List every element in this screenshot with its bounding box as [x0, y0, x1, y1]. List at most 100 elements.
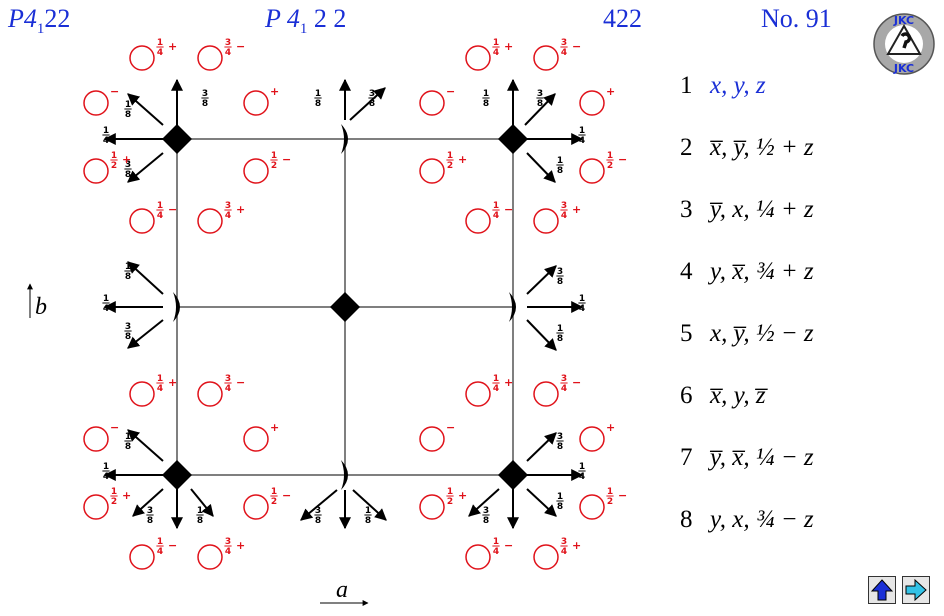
position-circle: 34+ — [197, 537, 245, 570]
axis-labels: ba — [27, 283, 369, 606]
fraction-numerator: 1 — [483, 89, 489, 99]
fraction-numerator: 1 — [557, 156, 563, 166]
circle-marker — [83, 158, 109, 184]
fraction-denominator: 2 — [111, 161, 117, 171]
fraction-denominator: 4 — [579, 136, 585, 146]
arrow-height-label: 14 — [102, 462, 110, 482]
position-circle: − — [83, 85, 119, 116]
circle-sign-label: − — [618, 489, 627, 502]
circle-marker — [197, 208, 223, 234]
circle-sign-label: − — [236, 40, 245, 53]
fraction-denominator: 8 — [125, 442, 131, 452]
position-circle: + — [243, 421, 279, 452]
position-circle: 34− — [533, 38, 581, 71]
coordinate-number: 2 — [680, 134, 693, 161]
screw-axis-arrow — [127, 429, 164, 462]
svg-text:JKC: JKC — [893, 14, 914, 27]
screw-axis-arrow — [300, 489, 338, 521]
circle-height-label: 14 — [492, 38, 500, 58]
screw-axis-arrows: 1838143818381418183818143838141818143818… — [102, 78, 586, 530]
a-axis-label: a — [336, 577, 348, 603]
screw-axis-arrow — [526, 432, 557, 462]
position-circle: + — [579, 85, 615, 116]
fraction-denominator: 8 — [315, 99, 321, 109]
coordinate-number: 6 — [680, 382, 693, 409]
circle-height-label: 34 — [224, 201, 232, 221]
coordinate-number: 1 — [680, 72, 693, 99]
fraction-denominator: 2 — [447, 497, 453, 507]
circle-marker — [579, 90, 605, 116]
fraction-denominator: 2 — [447, 161, 453, 171]
circle-sign-label: + — [458, 153, 467, 166]
arrow-height-label: 38 — [482, 506, 490, 526]
fraction-numerator: 1 — [447, 151, 453, 161]
fraction-denominator: 4 — [225, 211, 231, 221]
fraction-numerator: 1 — [271, 487, 277, 497]
arrow-height-label: 18 — [364, 506, 372, 526]
fraction-denominator: 4 — [561, 384, 567, 394]
full-symbol-main: P 4 — [265, 4, 300, 33]
circle-marker — [83, 426, 109, 452]
next-button[interactable] — [902, 576, 930, 604]
twofold-axis-icon — [173, 292, 180, 322]
fraction-denominator: 8 — [125, 332, 131, 342]
fraction-numerator: 1 — [365, 506, 371, 516]
arrow-height-label: 38 — [124, 160, 132, 180]
circle-marker — [129, 45, 155, 71]
hm-symbol: P4122 — [8, 4, 70, 38]
fraction-numerator: 3 — [125, 322, 131, 332]
screw-axis-arrow — [127, 93, 164, 126]
coordinate-text: y, x, ¾ − z — [710, 506, 814, 533]
fraction-denominator: 8 — [125, 110, 131, 120]
fourfold-screw-axis-icon — [330, 292, 360, 322]
circle-marker — [579, 494, 605, 520]
fourfold-screw-axis-icon — [498, 124, 528, 154]
fraction-denominator: 8 — [125, 170, 131, 180]
fraction-denominator: 2 — [111, 497, 117, 507]
fraction-numerator: 1 — [447, 487, 453, 497]
fraction-denominator: 4 — [561, 211, 567, 221]
fraction-numerator: 3 — [561, 38, 567, 48]
twofold-axis-icon — [341, 124, 348, 154]
position-circle: 14− — [129, 201, 177, 234]
fraction-denominator: 4 — [561, 48, 567, 58]
circle-sign-label: − — [282, 153, 291, 166]
screw-axis-arrow — [524, 93, 556, 126]
circle-sign-label: + — [168, 376, 177, 389]
arrow-height-label: 38 — [556, 267, 564, 287]
circle-sign-label: + — [122, 153, 131, 166]
circle-marker — [83, 494, 109, 520]
arrow-height-label: 18 — [314, 89, 322, 109]
fraction-numerator: 1 — [111, 487, 117, 497]
circle-marker — [579, 158, 605, 184]
circle-height-label: 12 — [446, 487, 454, 507]
fraction-numerator: 1 — [157, 38, 163, 48]
circle-sign-label: + — [458, 489, 467, 502]
circle-sign-label: − — [110, 421, 119, 434]
circle-height-label: 14 — [492, 537, 500, 557]
position-circle: 14− — [129, 537, 177, 570]
circle-height-label: 12 — [270, 487, 278, 507]
coordinate-text: x, y̅, ½ − z — [710, 320, 814, 347]
arrow-height-label: 18 — [556, 156, 564, 176]
up-button[interactable] — [868, 576, 896, 604]
arrow-height-label: 14 — [102, 126, 110, 146]
coordinate-text: x̅, y, z̅ — [710, 382, 766, 409]
fraction-denominator: 8 — [483, 99, 489, 109]
circle-marker — [129, 208, 155, 234]
screw-axis-arrow — [526, 319, 557, 351]
coordinate-number: 5 — [680, 320, 693, 347]
fraction-denominator: 4 — [493, 384, 499, 394]
screw-axis-arrow — [468, 488, 500, 517]
fraction-denominator: 4 — [157, 547, 163, 557]
fraction-denominator: 4 — [493, 211, 499, 221]
screw-axis-arrow — [349, 87, 386, 121]
circle-sign-label: + — [606, 85, 615, 98]
position-circle: 34+ — [533, 537, 581, 570]
screw-axis-arrow — [526, 152, 556, 183]
circle-height-label: 12 — [606, 151, 614, 171]
fraction-numerator: 3 — [537, 89, 543, 99]
fraction-denominator: 4 — [493, 48, 499, 58]
circle-sign-label: + — [504, 40, 513, 53]
position-circle: − — [419, 85, 455, 116]
